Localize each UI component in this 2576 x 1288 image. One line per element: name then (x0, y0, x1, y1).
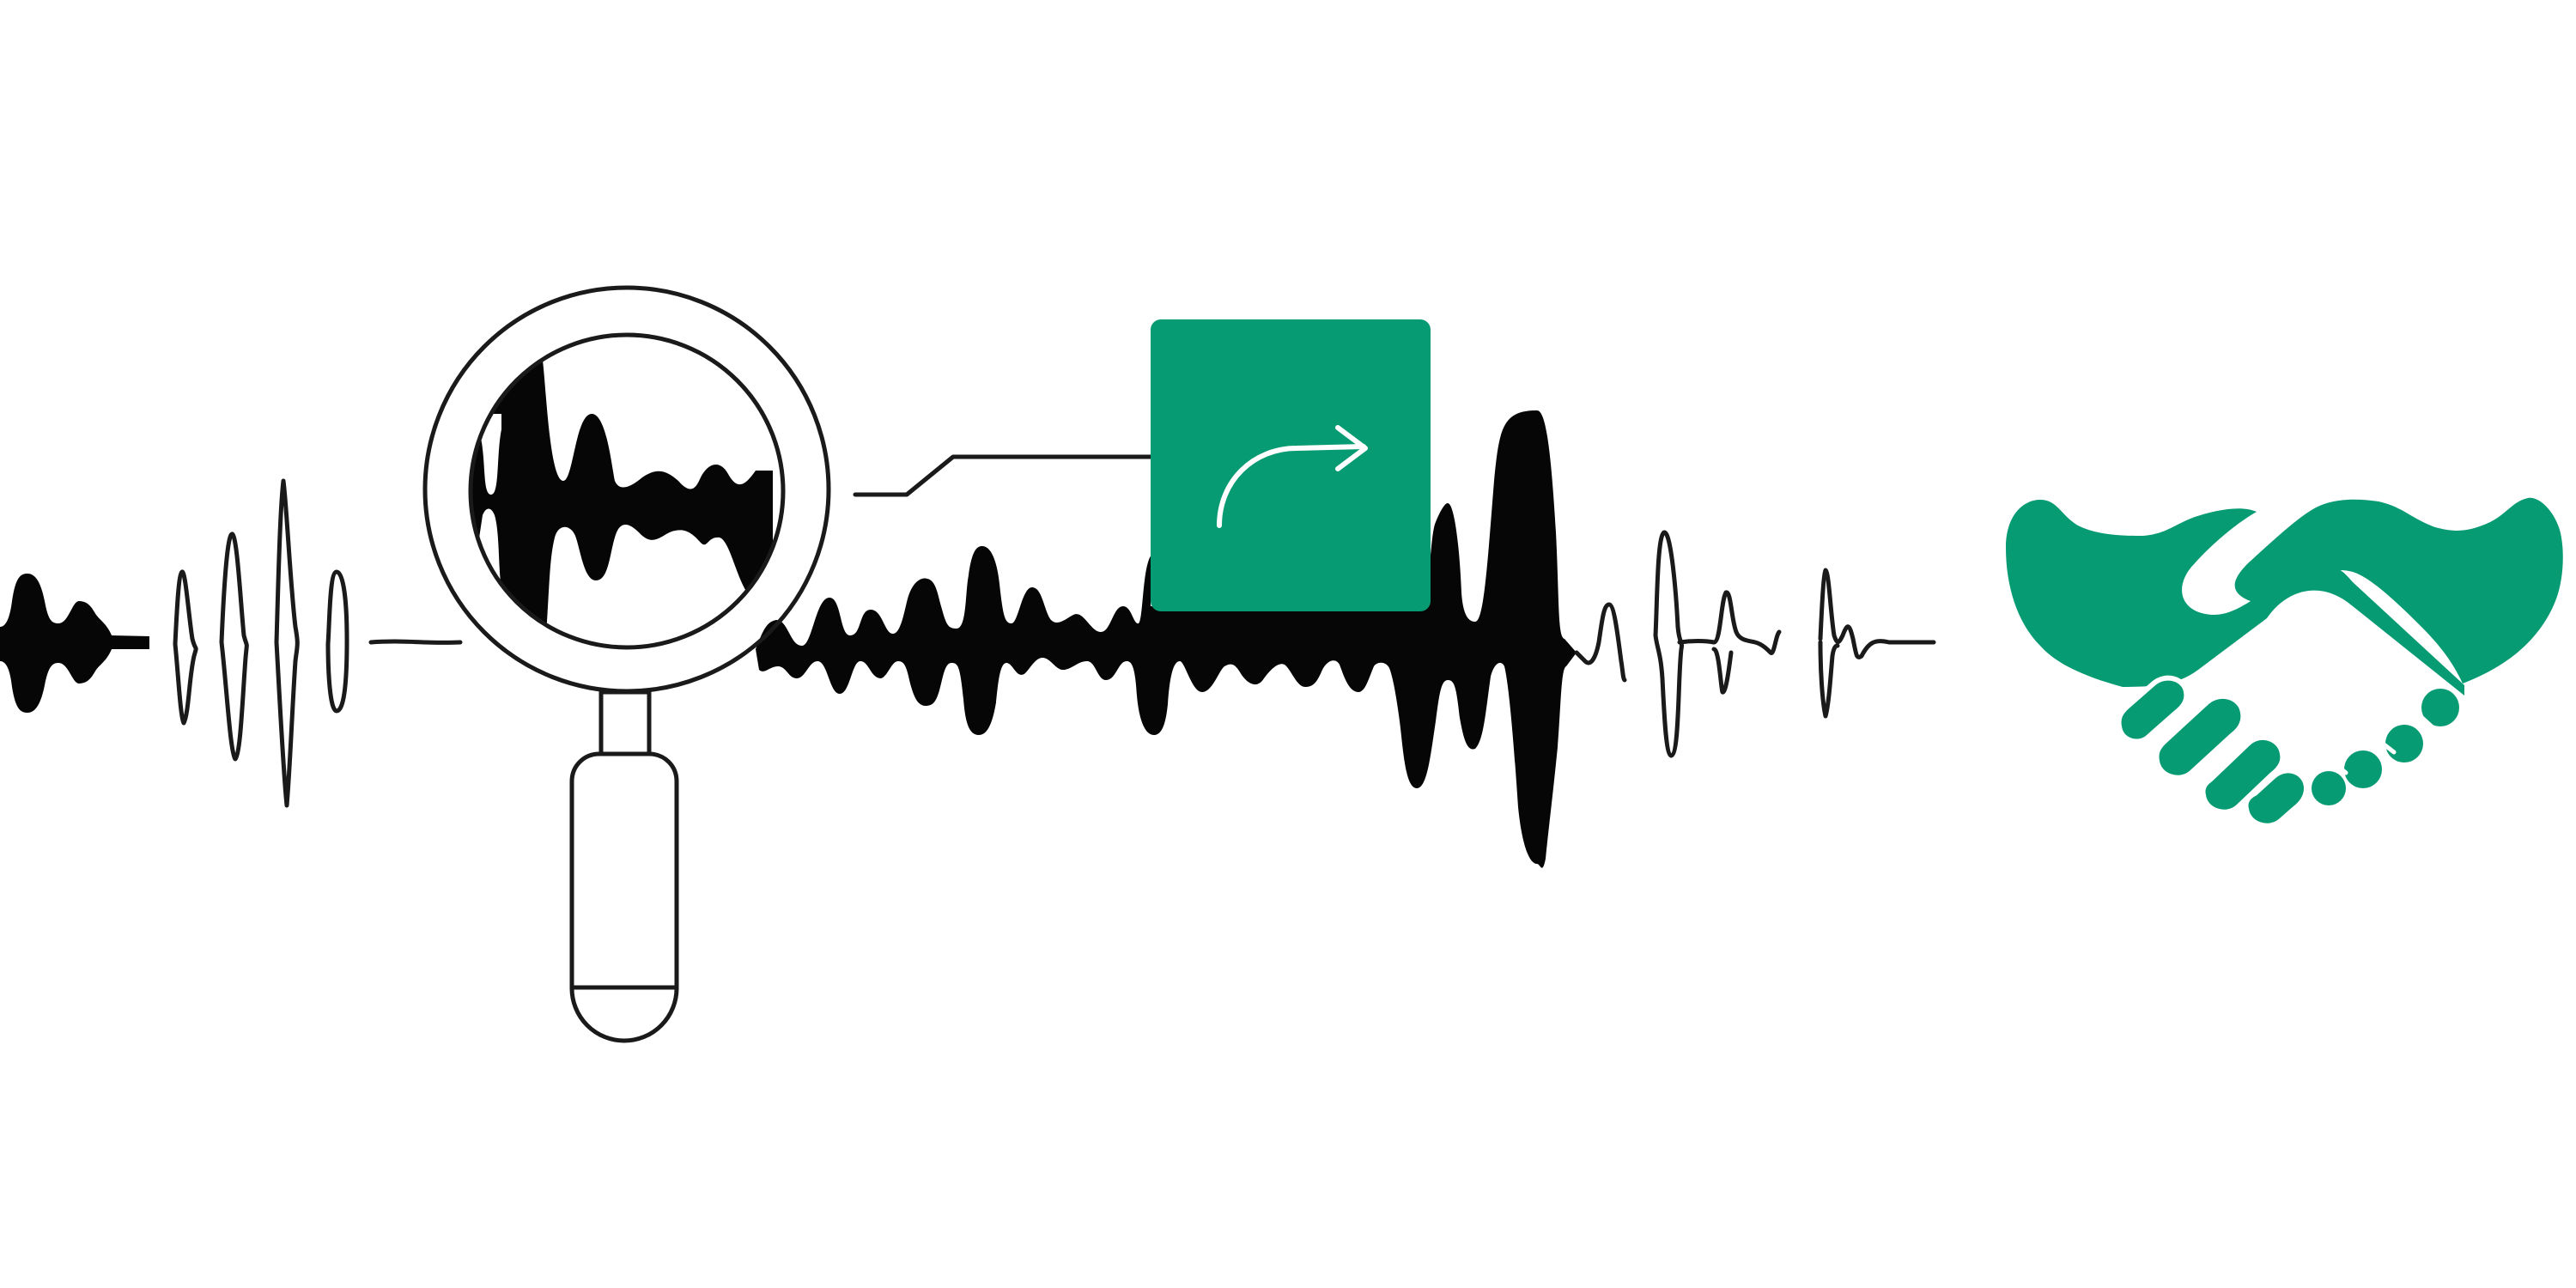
connector-line (853, 454, 1158, 497)
redirect-panel (1151, 319, 1431, 611)
waveform-center-filled (756, 410, 1577, 868)
waveform-connector-left (368, 639, 463, 645)
magnifier-neck (598, 690, 652, 756)
handshake-icon (2006, 497, 2563, 829)
magnifier-icon (422, 285, 831, 1043)
magnifier-lens-ring (468, 332, 786, 650)
curved-arrow-icon (1217, 425, 1368, 528)
redirect-panel-bg (1151, 319, 1431, 611)
waveform-left-outline (173, 478, 349, 808)
waveform-right-outline (1574, 530, 1936, 758)
waveform-left-filled (0, 574, 149, 713)
